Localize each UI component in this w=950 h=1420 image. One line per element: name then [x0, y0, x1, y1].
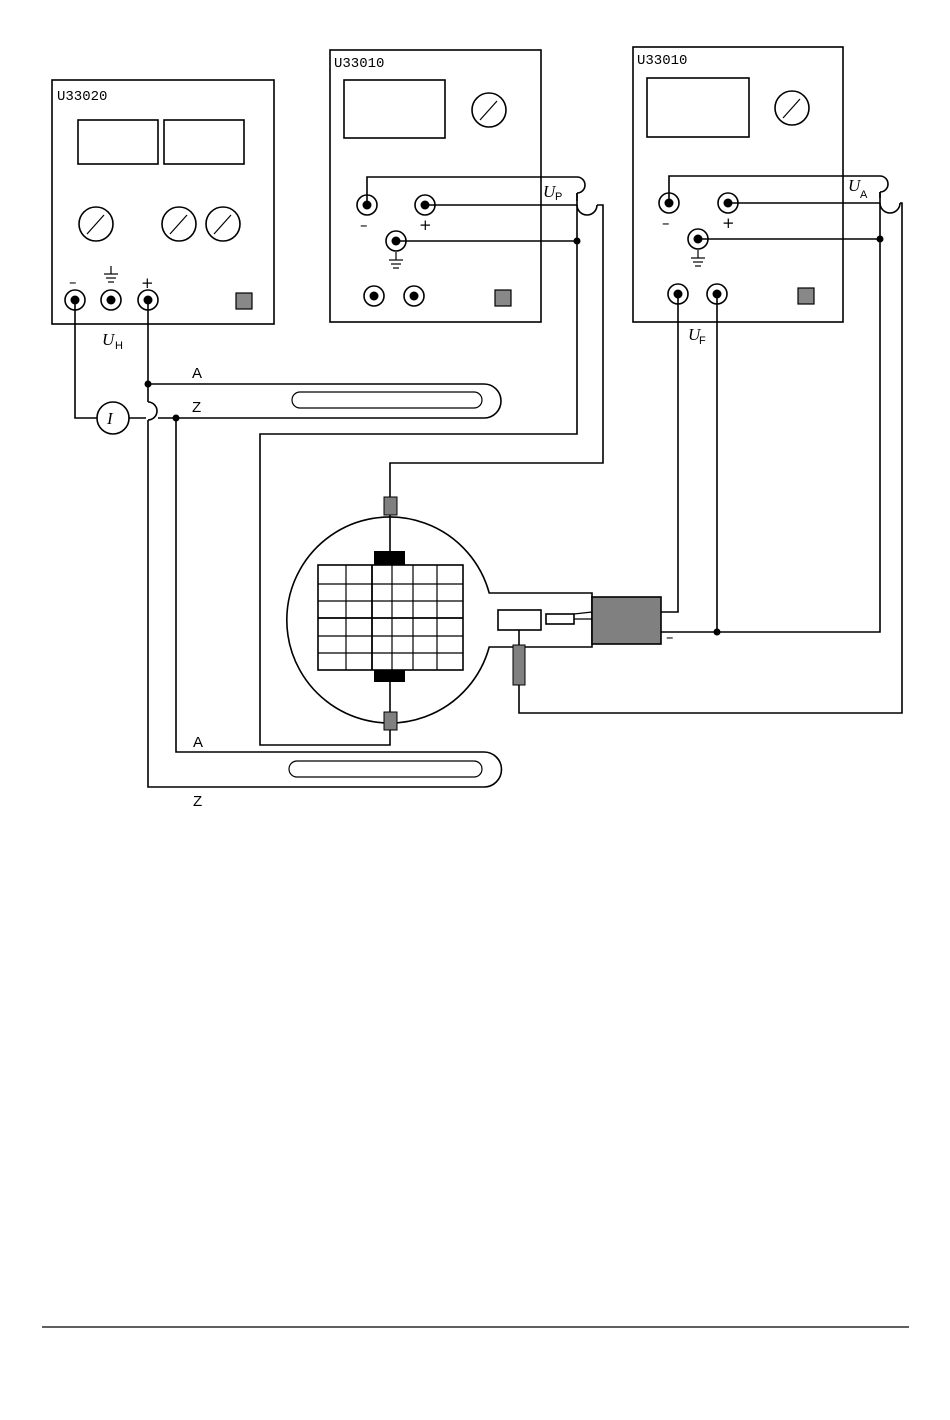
meter-label: U33010: [334, 56, 384, 72]
filament-holder: [546, 614, 574, 624]
display-left: [78, 120, 158, 164]
voltage-sub-a: A: [860, 189, 868, 201]
voltage-label-uh: U: [102, 330, 116, 349]
anode: [498, 610, 541, 630]
plus-sign: +: [419, 216, 432, 234]
ground-symbol-icon: [389, 252, 403, 268]
junction-dot: [145, 381, 152, 388]
coil-upper-label-z: Z: [192, 399, 201, 416]
cathode-heater: [592, 597, 661, 644]
ground-symbol-icon: [691, 250, 705, 266]
deflection-plate-bottom: [374, 670, 405, 682]
power-supply-panel: [52, 80, 274, 324]
coil-lower-label-a: A: [193, 734, 203, 751]
meter-panel: [330, 50, 541, 322]
terminal-bottom-1[interactable]: [364, 286, 384, 306]
helmholtz-coil-lower: [289, 752, 502, 787]
ammeter-label: I: [106, 409, 114, 428]
minus-sign: –: [69, 273, 77, 291]
voltage-sub-h: H: [115, 340, 123, 352]
meter-panel: [633, 47, 843, 322]
deflection-tube: –: [287, 497, 674, 730]
meter-u33010-p: U33010 – +: [330, 50, 541, 322]
junction-dot: [714, 629, 721, 636]
coil-wiring: [75, 300, 484, 787]
meter-u33010-a: U33010 – +: [633, 47, 843, 322]
ground-symbol-icon: [104, 266, 118, 282]
meter-label: U33010: [637, 53, 687, 69]
power-switch[interactable]: [236, 293, 252, 309]
helmholtz-coil-upper: [292, 384, 501, 418]
display-right: [164, 120, 244, 164]
voltage-sub-f: F: [699, 335, 706, 347]
meter-display: [344, 80, 445, 138]
plus-sign: +: [722, 214, 735, 232]
deflection-plate-top: [374, 551, 405, 565]
ammeter-circle: [97, 402, 129, 434]
tube-minus-sign: –: [666, 628, 674, 646]
terminal-ground[interactable]: [101, 290, 121, 310]
connector-bottom: [384, 712, 397, 730]
minus-sign: –: [662, 214, 670, 232]
anode-connector: [513, 645, 525, 685]
power-supply-label: U33020: [57, 89, 107, 105]
junction-dot: [173, 415, 180, 422]
knob-3[interactable]: [206, 207, 240, 241]
coil-upper-label-a: A: [192, 365, 202, 382]
voltage-sub-p: P: [555, 191, 562, 203]
power-supply-u33020: U33020 – +: [52, 80, 274, 324]
terminal-bottom-2[interactable]: [404, 286, 424, 306]
knob-2[interactable]: [162, 207, 196, 241]
ammeter: I: [97, 402, 129, 434]
connector-top: [384, 497, 397, 515]
junction-dot: [877, 236, 884, 243]
meter-knob[interactable]: [472, 93, 506, 127]
power-switch[interactable]: [495, 290, 511, 306]
meter-display: [647, 78, 749, 137]
minus-sign: –: [360, 216, 368, 234]
coil-lower-label-z: Z: [193, 793, 202, 810]
junction-dot: [574, 238, 581, 245]
meter-knob[interactable]: [775, 91, 809, 125]
power-switch[interactable]: [798, 288, 814, 304]
knob-1[interactable]: [79, 207, 113, 241]
